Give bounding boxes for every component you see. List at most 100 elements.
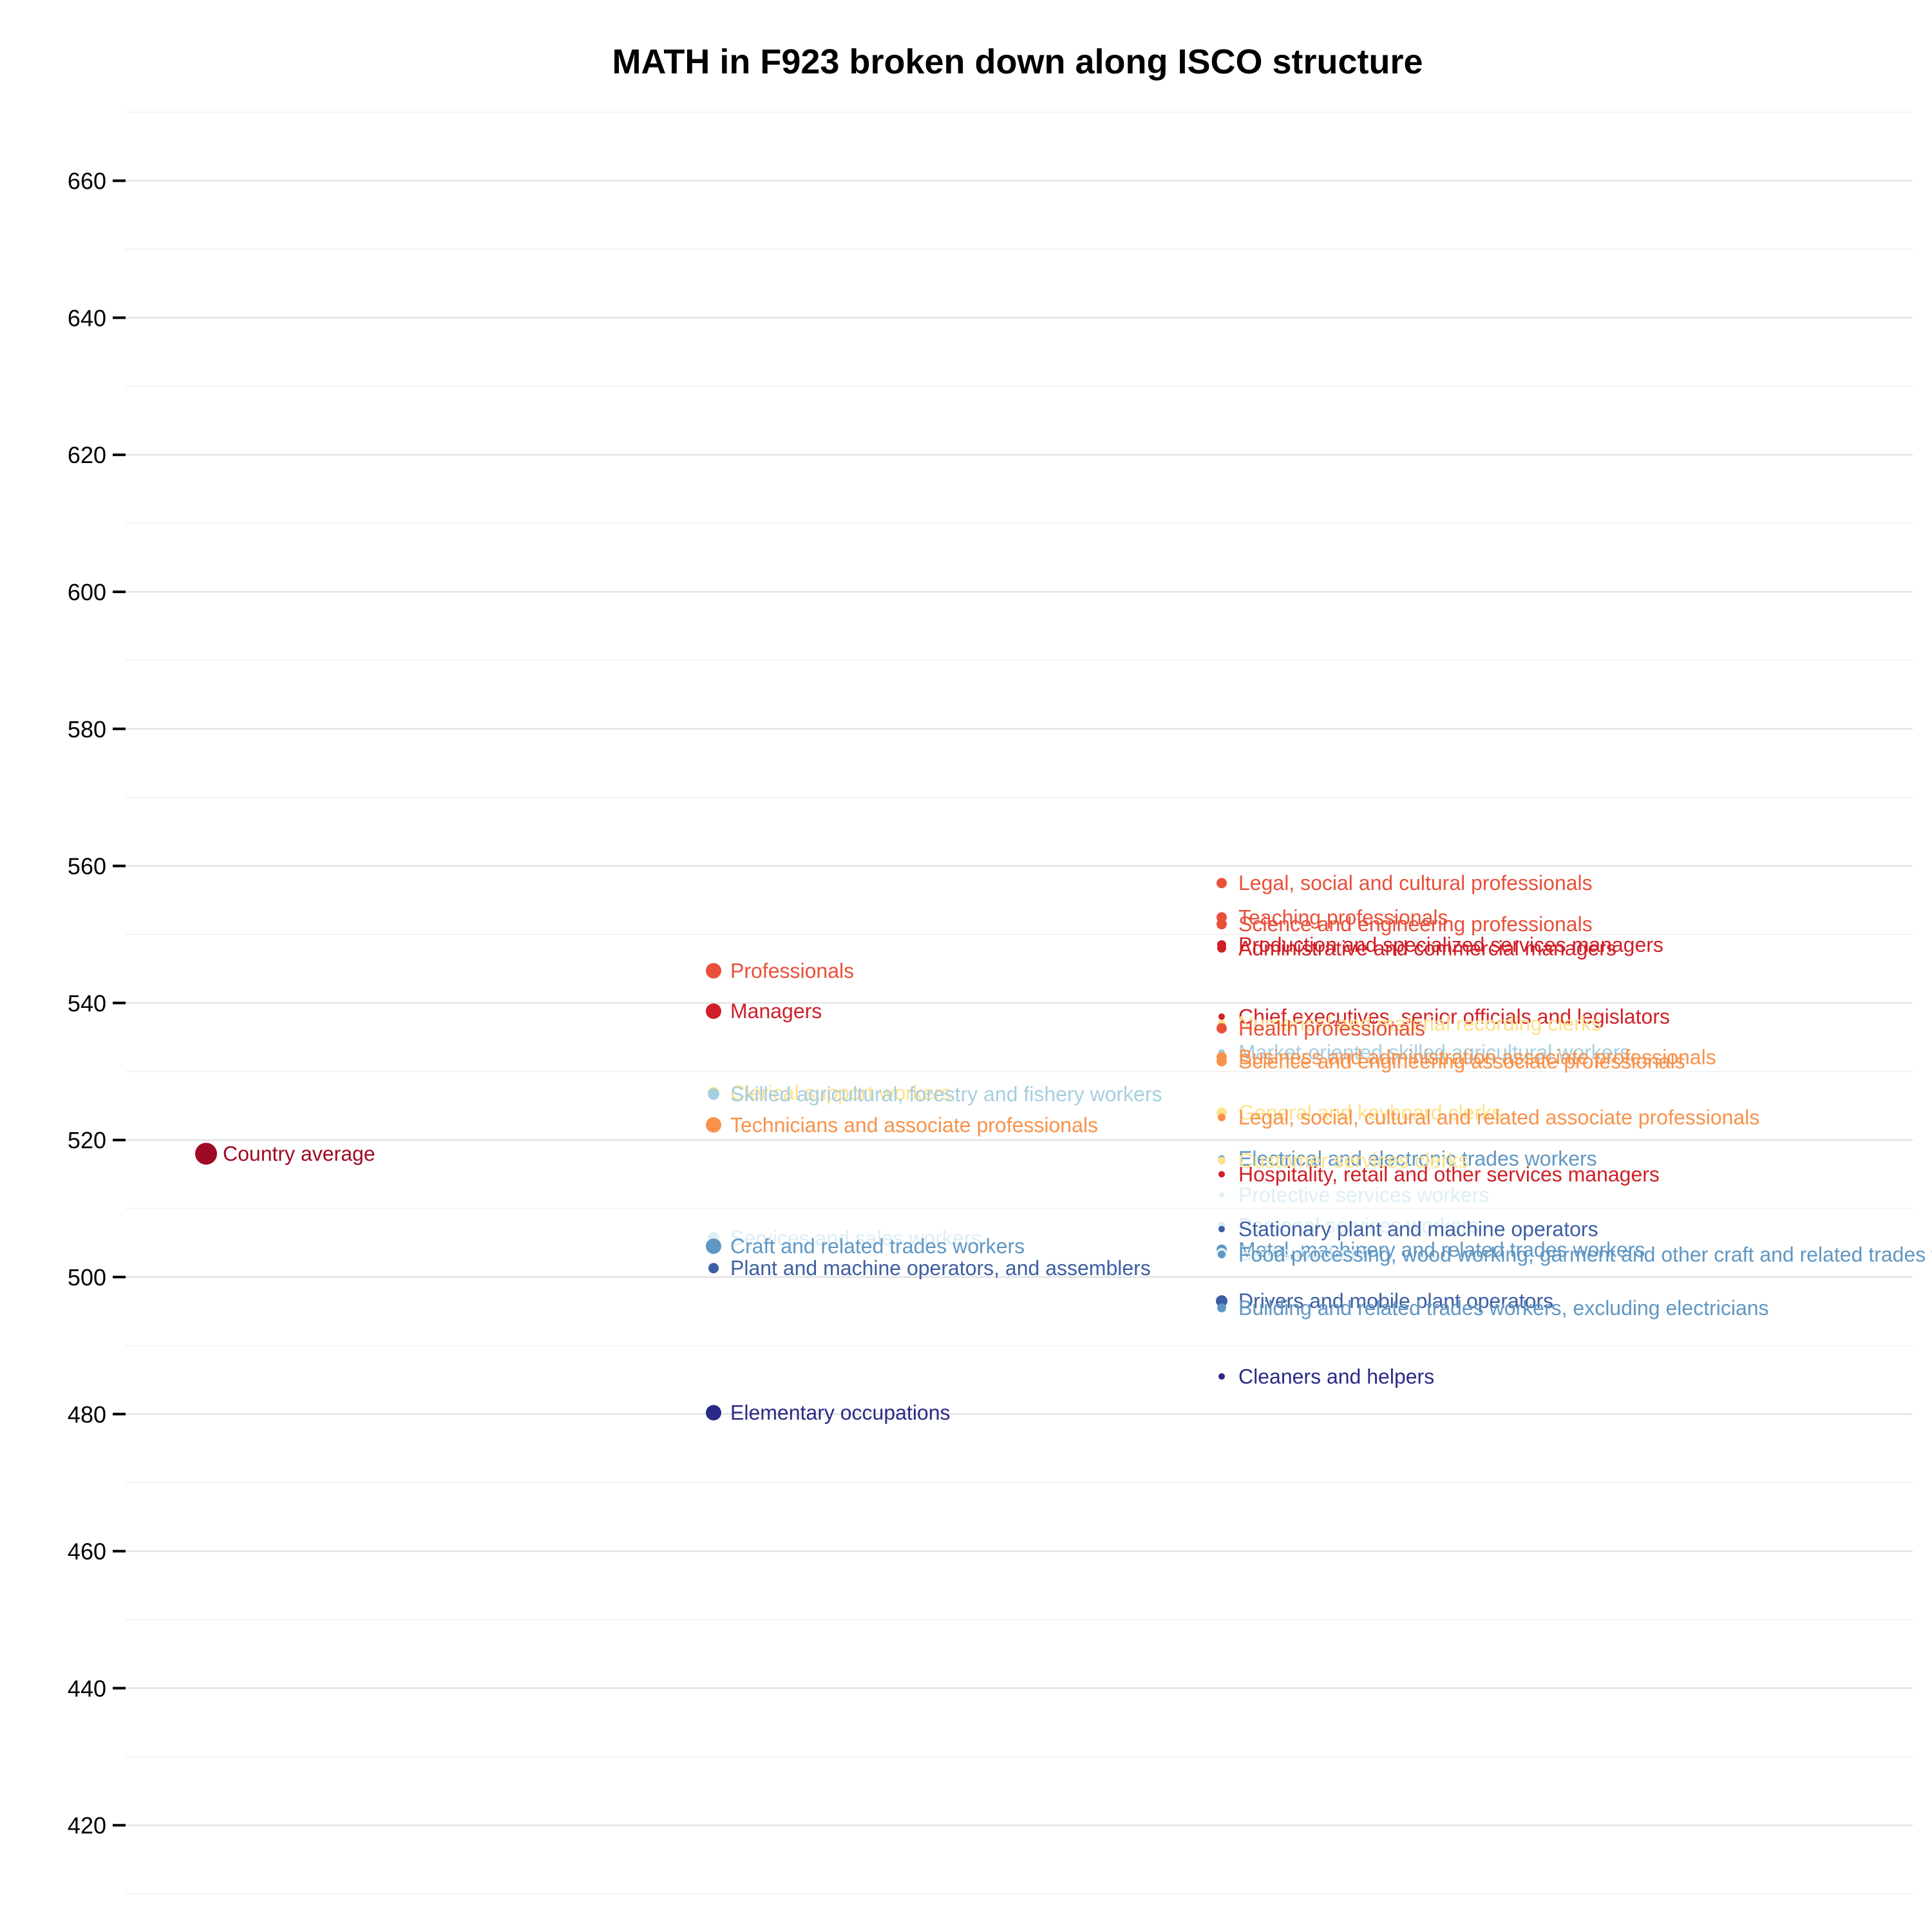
data-point-label: Business and administration associate pr… [1238,1045,1716,1068]
data-point-group: Science and engineering associate profes… [1217,1050,1685,1073]
data-point-label: Stationary plant and machine operators [1238,1218,1598,1241]
data-point-label: Plant and machine operators, and assembl… [730,1256,1151,1280]
y-tick-label: 440 [68,1675,106,1701]
data-point-label: Technicians and associate professionals [730,1113,1098,1137]
data-point-label: Drivers and mobile plant operators [1238,1289,1553,1312]
data-point-group: Electrical and electronic trades workers [1218,1147,1597,1170]
data-point [706,1003,721,1019]
data-point [708,1088,719,1100]
data-point [1216,1295,1227,1307]
data-point-group: Administrative and commercial managers [1217,936,1616,960]
data-point-group: Drivers and mobile plant operators [1216,1289,1553,1312]
data-point-label: Science and engineering professionals [1238,913,1593,936]
y-tick-label: 500 [68,1264,106,1291]
y-tick-label: 600 [68,579,106,605]
data-point-label: Customer services clerks [1238,1149,1468,1172]
data-point [706,963,721,979]
y-tick-label: 460 [68,1539,106,1565]
data-point [1218,1250,1226,1258]
y-tick-label: 660 [68,168,106,194]
data-point-label: Professionals [730,959,854,982]
data-point-group: Customer services clerks [1218,1149,1468,1172]
data-point [1218,1013,1225,1020]
data-point-group: Health professionals [1217,1017,1425,1040]
y-tick-label: 540 [68,990,106,1016]
data-point-group: Chief executives, senior officials and l… [1218,1005,1670,1028]
y-tick-label: 620 [68,442,106,468]
data-point-label: Sales workers [1238,1242,1368,1265]
data-point-group: Plant and machine operators, and assembl… [708,1256,1151,1280]
data-point [1217,1056,1227,1066]
data-point-group: Cleaners and helpers [1218,1365,1434,1388]
data-point [1218,1171,1225,1178]
data-point [195,1142,217,1165]
data-point-group: Elementary occupations [706,1401,951,1425]
data-point-group: General and keyboard clerks [1217,1101,1502,1124]
data-point [1219,1192,1224,1198]
data-point-group: Clerical support workers [708,1081,951,1104]
data-point-label: Science and engineering associate profes… [1238,1050,1685,1073]
data-point-label: Legal, social, cultural and related asso… [1238,1106,1759,1129]
data-point-group: Market-oriented skilled agricultural wor… [1218,1041,1630,1064]
data-point [1218,1373,1225,1380]
data-point [1217,878,1227,889]
data-point-group: Skilled agricultural, forestry and fishe… [708,1083,1162,1106]
data-point [1217,943,1226,953]
data-point-label: Clerical support workers [730,1081,951,1104]
data-point-label: Hospitality, retail and other services m… [1238,1162,1660,1186]
data-point-label: Health professionals [1238,1017,1425,1040]
data-point-group: Stationary plant and machine operators [1218,1218,1598,1241]
data-point-group: Food processing, wood working, garment a… [1218,1243,1932,1266]
data-point-group: Business and administration associate pr… [1217,1045,1716,1068]
data-point-label: Managers [730,999,822,1023]
data-point-label: Administrative and commercial managers [1238,936,1616,960]
data-point-label: General and keyboard clerks [1238,1101,1502,1124]
data-point [706,1117,721,1133]
data-point-group: Legal, social, cultural and related asso… [1218,1106,1759,1129]
gridlines [126,111,1913,1895]
data-point-group: Protective services workers [1219,1183,1489,1206]
data-point-label: Cleaners and helpers [1238,1365,1434,1388]
data-point-group: Numerical and material recording clerks [1218,1012,1602,1035]
data-point-label: Legal, social and cultural professionals [1238,871,1593,895]
data-point [1218,1226,1225,1233]
data-point-group: Building and related trades workers, exc… [1217,1296,1769,1320]
data-point [706,1405,721,1421]
data-point-label: Numerical and material recording clerks [1238,1012,1602,1035]
data-point [708,1263,719,1274]
chart-title: MATH in F923 broken down along ISCO stru… [612,43,1423,81]
data-point-group: Metal, machinery and related trades work… [1217,1238,1645,1261]
data-point-label: Production and specialized services mana… [1238,933,1663,956]
data-points: Country average ProfessionalsManagersCler… [195,871,1932,1425]
data-point-group: Hospitality, retail and other services m… [1218,1162,1660,1186]
y-tick-label: 580 [68,716,106,743]
data-point-label: Market-oriented skilled agricultural wor… [1238,1041,1630,1064]
data-point-label: Protective services workers [1238,1183,1489,1206]
data-point-label: Metal, machinery and related trades work… [1238,1238,1645,1261]
data-point-group: Personal services workers [1218,1214,1479,1237]
data-point-group: Technicians and associate professionals [706,1113,1098,1137]
data-point-label: Country average [223,1142,375,1165]
data-point-label: Chief executives, senior officials and l… [1238,1005,1670,1028]
data-point-label: Food processing, wood working, garment a… [1238,1243,1932,1266]
data-point-group: Science and engineering professionals [1217,913,1593,936]
data-point-label: Services and sales workers [730,1226,981,1249]
data-point [706,1238,721,1255]
data-point-group: Legal, social and cultural professionals [1217,871,1593,895]
data-point [1218,1157,1226,1165]
y-tick-label: 560 [68,853,106,880]
data-point-group: Craft and related trades workers [706,1235,1025,1258]
data-point-label: Teaching professionals [1238,905,1448,929]
data-point-label: Electrical and electronic trades workers [1238,1147,1597,1170]
data-point-label: Building and related trades workers, exc… [1238,1296,1769,1320]
data-point [1218,1113,1226,1122]
data-point-group: Managers [706,999,822,1023]
y-tick-label: 420 [68,1812,106,1839]
data-point-label: Elementary occupations [730,1401,951,1425]
y-tick-label: 640 [68,305,106,331]
y-tick-label: 520 [68,1127,106,1153]
data-point-group: Professionals [706,959,854,982]
